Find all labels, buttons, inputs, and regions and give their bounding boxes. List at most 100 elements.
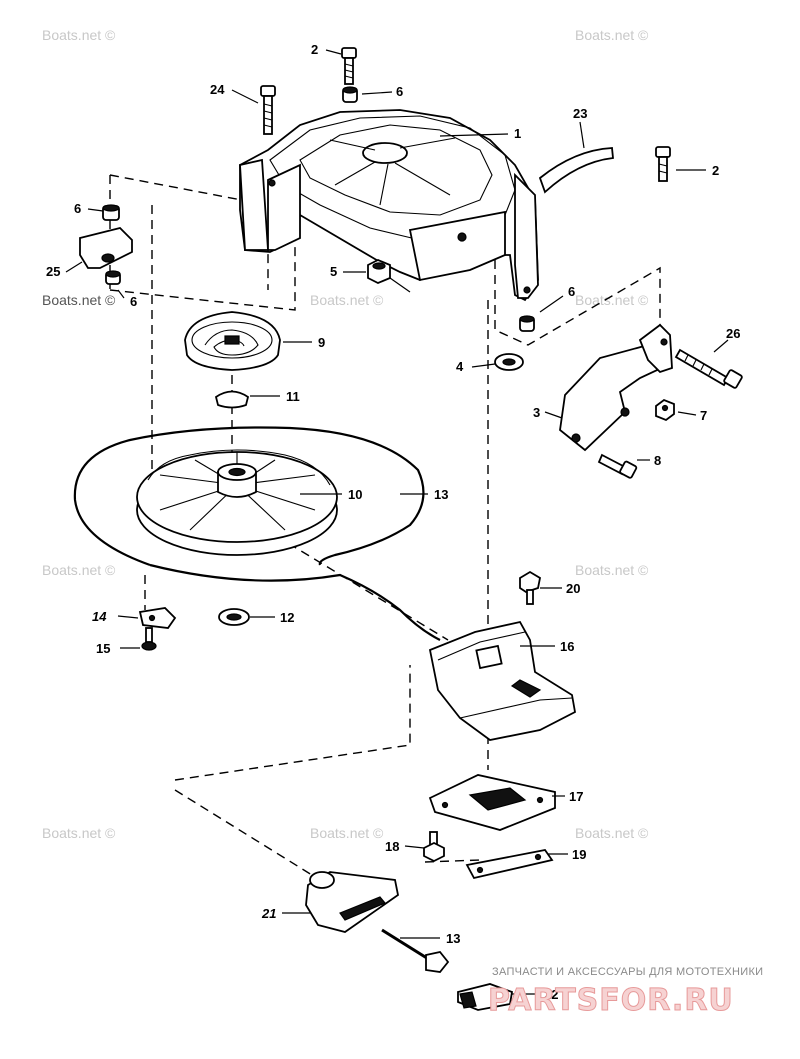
callout-4: 4 bbox=[456, 359, 464, 374]
bolt-shank bbox=[263, 95, 273, 135]
bracket-plate-3 bbox=[559, 323, 673, 452]
screw-head bbox=[141, 641, 157, 651]
guide-notch bbox=[510, 679, 542, 698]
guide-opening bbox=[475, 644, 503, 670]
screw-26 bbox=[674, 348, 743, 389]
watermark-text-dark: Boats.net © bbox=[42, 292, 116, 308]
handle-grip-slot bbox=[339, 896, 386, 921]
screw-shank bbox=[145, 627, 153, 643]
leader-line bbox=[439, 133, 509, 137]
bolt-thread bbox=[263, 103, 273, 107]
housing-rib bbox=[379, 163, 389, 206]
plate-slot bbox=[468, 787, 527, 811]
brand-logo: PARTSFOR.RU bbox=[488, 983, 734, 1018]
housing-leg-hole bbox=[523, 286, 531, 294]
screw-15 bbox=[141, 627, 157, 651]
leader-lines bbox=[65, 49, 729, 995]
spacer-6-lower-left bbox=[105, 270, 121, 285]
insert-22 bbox=[457, 983, 514, 1011]
pulley-ridge bbox=[147, 449, 331, 486]
clip-body bbox=[138, 607, 177, 629]
housing-left-leg bbox=[239, 158, 269, 251]
washer-hole bbox=[226, 613, 242, 621]
starter-housing bbox=[239, 109, 539, 302]
nut-7 bbox=[655, 398, 675, 422]
rope-line bbox=[381, 928, 431, 962]
bolt-2-right bbox=[655, 146, 671, 182]
spacer-top bbox=[105, 270, 121, 278]
watermark-text: Boats.net © bbox=[575, 292, 649, 308]
assembly-line bbox=[174, 789, 321, 881]
assembly-line bbox=[174, 665, 411, 781]
watermark-text: Boats.net © bbox=[575, 27, 649, 43]
callout-21: 21 bbox=[261, 906, 276, 921]
handle-21 bbox=[305, 871, 399, 933]
callout-6: 6 bbox=[568, 284, 575, 299]
starter-rope-13 bbox=[73, 426, 441, 641]
callout-24: 24 bbox=[210, 82, 225, 97]
spacer-top bbox=[342, 86, 358, 94]
spacer-6-top bbox=[342, 86, 358, 103]
callout-22: 22 bbox=[544, 987, 558, 1002]
callout-8: 8 bbox=[654, 453, 661, 468]
rope-knot bbox=[425, 951, 450, 973]
callout-2: 2 bbox=[311, 42, 318, 57]
callout-12: 12 bbox=[280, 610, 294, 625]
housing-top-rim bbox=[269, 115, 516, 241]
leader-line bbox=[65, 261, 83, 273]
callout-1: 1 bbox=[514, 126, 521, 141]
insert-face bbox=[459, 991, 477, 1009]
callout-2: 2 bbox=[712, 163, 719, 178]
callout-20: 20 bbox=[566, 581, 580, 596]
housing-rib bbox=[399, 137, 456, 149]
callout-3: 3 bbox=[533, 405, 540, 420]
housing-front-face bbox=[408, 210, 506, 282]
screw-20 bbox=[519, 570, 542, 605]
rope-loop bbox=[73, 426, 425, 567]
clip-14 bbox=[138, 607, 177, 629]
assembly-line bbox=[109, 174, 269, 290]
pulley-hub-hole bbox=[228, 467, 246, 477]
callout-25: 25 bbox=[46, 264, 60, 279]
washer-12 bbox=[218, 608, 250, 626]
bolt-thread bbox=[263, 124, 273, 128]
guide-edge bbox=[459, 697, 573, 719]
callout-7: 7 bbox=[700, 408, 707, 423]
callout-13: 13 bbox=[434, 487, 448, 502]
leader-line bbox=[231, 89, 259, 104]
strip-body bbox=[538, 147, 614, 194]
leader-line bbox=[325, 49, 342, 55]
leader-line bbox=[389, 277, 411, 293]
callout-19: 19 bbox=[572, 847, 586, 862]
brand-tagline: ЗАПЧАСТИ И АКСЕССУАРЫ ДЛЯ МОТОТЕХНИКИ bbox=[492, 966, 763, 978]
bolt-head bbox=[655, 146, 671, 158]
spacer-top bbox=[519, 315, 535, 323]
plate-tab bbox=[638, 323, 673, 374]
screw-head bbox=[723, 369, 743, 389]
brand-watermark: ЗАПЧАСТИ И АКСЕССУАРЫ ДЛЯ МОТОТЕХНИКИ PA… bbox=[488, 966, 764, 1019]
callout-16: 16 bbox=[560, 639, 574, 654]
bolt-thread bbox=[658, 163, 668, 167]
screw-thread bbox=[700, 363, 705, 371]
bracket-body bbox=[79, 227, 133, 269]
bolt-head bbox=[260, 85, 276, 97]
leader-line bbox=[117, 615, 139, 619]
nut-5 bbox=[367, 259, 391, 284]
seal-strip-23 bbox=[538, 147, 614, 194]
leader-line bbox=[544, 411, 563, 419]
callout-23: 23 bbox=[573, 106, 587, 121]
strip-hole bbox=[476, 866, 484, 874]
bolt-thread bbox=[344, 69, 354, 73]
callouts: 2 6 24 1 23 2 6 25 6 5 6 9 4 26 11 3 7 8… bbox=[46, 42, 740, 1002]
bolt-24 bbox=[260, 85, 276, 135]
nut-hole bbox=[661, 404, 669, 412]
housing-left-leg-side bbox=[267, 163, 301, 251]
callout-6: 6 bbox=[396, 84, 403, 99]
bracket-hole bbox=[101, 253, 115, 263]
callout-26: 26 bbox=[726, 326, 740, 341]
assembly-line bbox=[494, 245, 661, 346]
housing-leg-hole bbox=[268, 179, 276, 187]
plate-17 bbox=[428, 774, 556, 831]
leader-line bbox=[361, 91, 393, 95]
